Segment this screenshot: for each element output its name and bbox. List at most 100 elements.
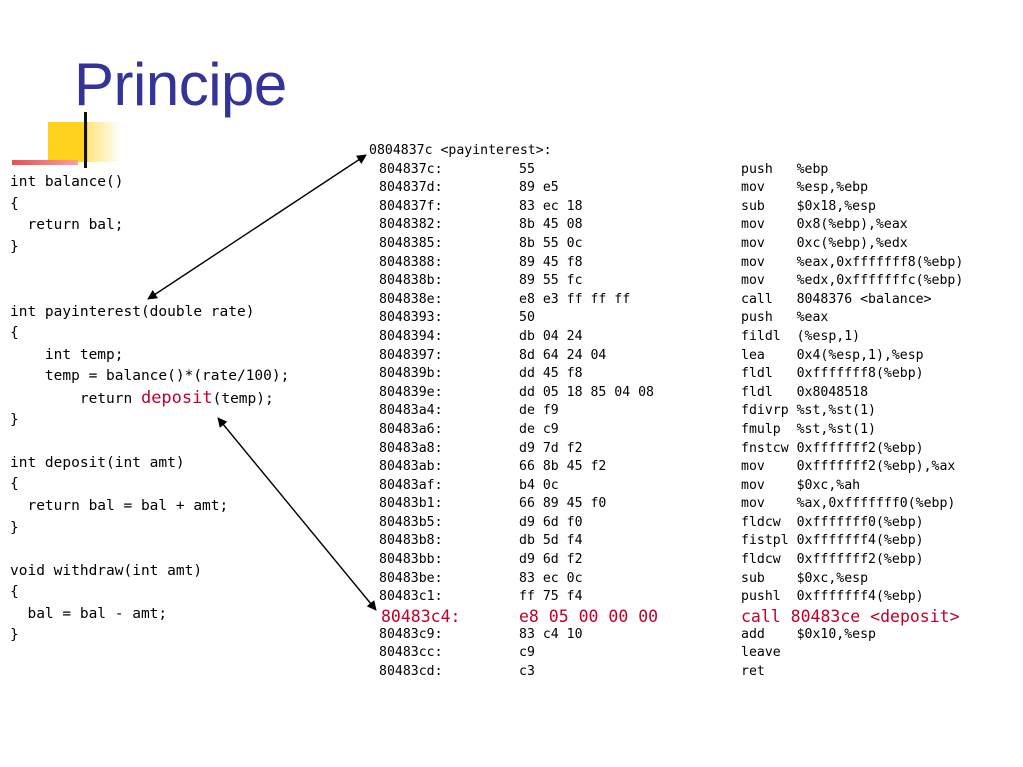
asm-address: 80483b1: — [379, 496, 443, 512]
code-segment: { — [10, 325, 19, 342]
code-line: int temp; — [10, 345, 289, 367]
code-segment: void withdraw(int amt) — [10, 562, 203, 579]
asm-address: 80483cd: — [379, 664, 443, 680]
c-source-code: int balance() { return bal;} int payintere… — [10, 172, 289, 647]
code-line: int balance() — [10, 172, 289, 194]
code-line: int payinterest(double rate) — [10, 302, 289, 324]
asm-instruction: fldl 0x8048518 — [741, 384, 869, 400]
code-line — [10, 539, 289, 561]
decor-red-line — [12, 160, 78, 165]
code-segment: (temp); — [212, 390, 274, 407]
asm-bytes: b4 0c — [519, 477, 559, 493]
asm-address: 804838e: — [379, 291, 443, 307]
asm-bytes: 8b 55 0c — [519, 235, 583, 251]
code-line: } — [10, 518, 289, 540]
asm-row: 80483a8: d9 7d f2 fnstcw 0xfffffff2(%ebp) — [369, 441, 1019, 460]
asm-instruction: mov 0xfffffff2(%ebp),%ax — [741, 459, 956, 475]
asm-instruction: fistpl 0xfffffff4(%ebp) — [741, 533, 924, 549]
code-segment: } — [10, 627, 19, 644]
asm-address: 80483a4: — [379, 403, 443, 419]
asm-address: 804837d: — [379, 180, 443, 196]
asm-instruction: fildl (%esp,1) — [741, 328, 861, 344]
asm-row: 80483a4: de f9 fdivrp %st,%st(1) — [369, 403, 1019, 422]
asm-bytes: 83 c4 10 — [519, 626, 583, 642]
code-line: { — [10, 194, 289, 216]
asm-address: 8048385: — [379, 235, 443, 251]
asm-bytes: e8 05 00 00 00 — [519, 606, 659, 626]
asm-address: 80483af: — [379, 477, 443, 493]
asm-instruction: fnstcw 0xfffffff2(%ebp) — [741, 440, 924, 456]
asm-bytes: dd 45 f8 — [519, 366, 583, 382]
code-line: { — [10, 474, 289, 496]
code-line: return deposit(temp); — [10, 388, 289, 410]
asm-address: 80483a8: — [379, 440, 443, 456]
asm-address: 804837f: — [379, 198, 443, 214]
code-line: int deposit(int amt) — [10, 453, 289, 475]
code-line: return bal = bal + amt; — [10, 496, 289, 518]
asm-row: 80483af: b4 0c mov $0xc,%ah — [369, 478, 1019, 497]
code-segment: { — [10, 476, 19, 493]
asm-instruction: mov %esp,%ebp — [741, 180, 869, 196]
code-line: } — [10, 410, 289, 432]
asm-address: 804838b: — [379, 273, 443, 289]
asm-instruction: call 80483ce <deposit> — [741, 606, 960, 626]
asm-bytes: d9 7d f2 — [519, 440, 583, 456]
asm-address: 80483b5: — [379, 514, 443, 530]
asm-bytes: 83 ec 0c — [519, 570, 583, 586]
code-line: } — [10, 625, 289, 647]
asm-bytes: dd 05 18 85 04 08 — [519, 384, 654, 400]
asm-address: 80483cc: — [379, 645, 443, 661]
asm-bytes: de f9 — [519, 403, 559, 419]
asm-instruction: mov %edx,0xfffffffc(%ebp) — [741, 273, 964, 289]
asm-bytes: c3 — [519, 664, 535, 680]
asm-address: 8048397: — [379, 347, 443, 363]
code-line — [10, 258, 289, 280]
asm-address: 8048382: — [379, 217, 443, 233]
code-segment: } — [10, 519, 19, 536]
asm-row: 804837d: 89 e5 mov %esp,%ebp — [369, 180, 1019, 199]
asm-row: 80483cc: c9 leave — [369, 645, 1019, 664]
asm-instruction: push %eax — [741, 310, 829, 326]
code-segment: bal = bal - amt; — [10, 605, 168, 622]
asm-instruction: mov $0xc,%ah — [741, 477, 861, 493]
asm-bytes: 66 89 45 f0 — [519, 496, 607, 512]
code-line: return bal; — [10, 215, 289, 237]
asm-bytes: d9 6d f0 — [519, 514, 583, 530]
asm-row: 8048397: 8d 64 24 04 lea 0x4(%esp,1),%esp — [369, 348, 1019, 367]
asm-bytes: 8d 64 24 04 — [519, 347, 607, 363]
asm-instruction: fldl 0xfffffff8(%ebp) — [741, 366, 924, 382]
asm-instruction: fldcw 0xfffffff0(%ebp) — [741, 514, 924, 530]
asm-bytes: d9 6d f2 — [519, 552, 583, 568]
decor-yellow-fade — [88, 122, 122, 162]
asm-bytes: 83 ec 18 — [519, 198, 583, 214]
asm-bytes: 89 e5 — [519, 180, 559, 196]
code-line: { — [10, 323, 289, 345]
asm-instruction: lea 0x4(%esp,1),%esp — [741, 347, 924, 363]
asm-instruction: sub $0x18,%esp — [741, 198, 876, 214]
code-segment: } — [10, 411, 19, 428]
asm-address: 80483c1: — [379, 589, 443, 605]
code-segment: } — [10, 238, 19, 255]
asm-instruction: fdivrp %st,%st(1) — [741, 403, 876, 419]
asm-instruction: leave — [741, 645, 781, 661]
asm-bytes: c9 — [519, 645, 535, 661]
code-segment: int balance() — [10, 174, 124, 190]
asm-address: 80483c9: — [379, 626, 443, 642]
code-segment: return bal; — [10, 217, 124, 234]
asm-instruction: mov 0x8(%ebp),%eax — [741, 217, 908, 233]
asm-row: 804837f: 83 ec 18 sub $0x18,%esp — [369, 199, 1019, 218]
code-line: temp = balance()*(rate/100); — [10, 366, 289, 388]
